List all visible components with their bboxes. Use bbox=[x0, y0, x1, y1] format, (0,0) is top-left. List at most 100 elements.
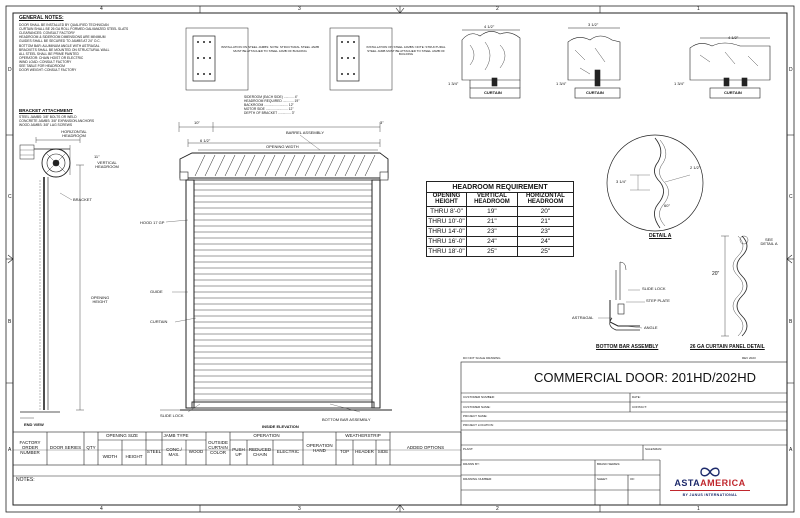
label-astragal: ASTRAGAL bbox=[572, 315, 594, 320]
zone-letter: C bbox=[8, 194, 12, 200]
zone-number: 1 bbox=[697, 506, 700, 512]
table-cell: THRU 16'-0" bbox=[425, 235, 468, 247]
bracket-note-line: CONCRETE JAMBS: 3/8" EXPANSION ANCHORS bbox=[19, 118, 95, 123]
field-project-name: PROJECT NAME: bbox=[463, 414, 488, 418]
dim: 60° bbox=[664, 203, 671, 208]
field-contact: CONTACT: bbox=[632, 405, 647, 409]
logo-tagline: BY JANUS INTERNATIONAL bbox=[682, 493, 738, 497]
col-header: OPENING HEIGHT bbox=[425, 192, 468, 207]
logo-text-b: AMERICA bbox=[700, 478, 746, 488]
clearance-note-line: HEADROOM REQUIRED ............ 19" bbox=[244, 99, 300, 104]
label-bracket: BRACKET bbox=[73, 197, 92, 202]
zone-number: 3 bbox=[298, 6, 301, 12]
table-row: THRU 18'-0"25"25" bbox=[425, 245, 575, 257]
zone-number: 4 bbox=[100, 6, 103, 12]
height-header: HEIGHT bbox=[125, 454, 143, 460]
weatherstrip-header: WEATHERSTRIP bbox=[345, 432, 381, 438]
bottom-bar-caption: BOTTOM BAR ASSEMBLY bbox=[596, 344, 659, 350]
zone-letter: A bbox=[8, 447, 12, 453]
label-curtain: CURTAIN bbox=[150, 319, 168, 324]
label-step-plate: STEP PLATE bbox=[646, 298, 670, 303]
table-cell: 20" bbox=[516, 205, 575, 217]
zone-letter: B bbox=[789, 319, 793, 325]
concrete-header: CONC./ MAS. bbox=[166, 446, 182, 457]
table-cell: THRU 18'-0" bbox=[425, 245, 468, 257]
zone-number: 4 bbox=[100, 506, 103, 512]
dim: 3 1/4" bbox=[616, 179, 627, 184]
scale-stamp: DO NOT SCALE DRAWING bbox=[463, 356, 501, 360]
field-brand: BRAND SERIES: bbox=[597, 462, 621, 466]
table-cell: THRU 8'-0" bbox=[425, 205, 468, 217]
field-project-location: PROJECT LOCATION: bbox=[463, 423, 494, 427]
curtain-color-header: OUTSIDE CURTAIN COLOR bbox=[207, 440, 228, 455]
dim-11: 11" bbox=[94, 154, 100, 159]
curtain-label: CURTAIN bbox=[724, 90, 742, 95]
end-view-caption: END VIEW bbox=[24, 422, 44, 427]
clearance-note-line: SIDEROOM (EACH SIDE) ........... 4" bbox=[244, 95, 298, 99]
steel-header: STEEL bbox=[146, 449, 162, 455]
field-salesman: SALESMAN: bbox=[645, 447, 663, 451]
panel-detail-caption: 26 GA CURTAIN PANEL DETAIL bbox=[690, 344, 765, 350]
bracket-note-line: WOOD JAMBS: 3/8" LAG SCREWS bbox=[19, 122, 73, 127]
headroom-rows: THRU 8'-0"19"20"THRU 10'-0"21"21"THRU 14… bbox=[425, 205, 575, 257]
headroom-table-title: HEADROOM REQUIREMENT bbox=[426, 181, 574, 193]
table-cell: THRU 14'-0" bbox=[425, 225, 468, 237]
inside-elevation-caption: INSIDE ELEVATION bbox=[262, 424, 299, 429]
table-cell: 25" bbox=[466, 245, 518, 257]
general-note-line: BRACKETS SHALL BE MOUNTED ON STRUCTURAL … bbox=[19, 47, 110, 52]
zone-number: 2 bbox=[496, 6, 499, 12]
dim-20: 20" bbox=[712, 271, 720, 277]
table-row: THRU 8'-0"19"20" bbox=[425, 205, 575, 217]
rev-stamp: REV 2023 bbox=[742, 356, 756, 360]
detail-a-caption: DETAIL A bbox=[649, 233, 672, 239]
table-cell: 21" bbox=[516, 215, 575, 227]
zone-number: 3 bbox=[298, 506, 301, 512]
dim-width: 3 1/2" bbox=[588, 22, 599, 27]
jamb-detail-caption: INSTALLATION ON STEEL JAMBS: NOTE: STRUC… bbox=[366, 45, 446, 57]
brand-logo: ASTAAMERICA BY JANUS INTERNATIONAL bbox=[660, 466, 760, 497]
wood-header: WOOD bbox=[188, 449, 204, 455]
zone-number: 1 bbox=[697, 6, 700, 12]
zone-letter: D bbox=[789, 67, 793, 73]
table-row: THRU 10'-0"21"21" bbox=[425, 215, 575, 227]
zone-number: 2 bbox=[496, 506, 499, 512]
jamb-detail-caption: INSTALLATION ON STEEL JAMBS: NOTE: STRUC… bbox=[220, 45, 320, 53]
door-series-header: DOOR SERIES bbox=[49, 445, 82, 451]
label-guide: GUIDE bbox=[150, 289, 163, 294]
clearance-note-line: DEPTH OF BRACKET .............. 3" bbox=[244, 111, 295, 116]
reduced-chain-header: REDUCED CHAIN bbox=[248, 446, 272, 457]
dim-height: 1 3/4" bbox=[448, 81, 459, 86]
dim-3: 3" bbox=[380, 120, 384, 125]
label-hood: HOOD 17 GP bbox=[140, 220, 165, 225]
table-cell: 23" bbox=[466, 225, 518, 237]
infinity-icon bbox=[700, 467, 720, 477]
table-cell: 25" bbox=[516, 245, 575, 257]
table-row: THRU 16'-0"24"24" bbox=[425, 235, 575, 247]
table-cell: 24" bbox=[466, 235, 518, 247]
table-row: THRU 14'-0"23"23" bbox=[425, 225, 575, 237]
operation-hand-header: OPERATION HAND bbox=[306, 442, 333, 453]
bracket-notes-heading: BRACKET ATTACHMENT bbox=[19, 108, 73, 113]
notes-label: NOTES: bbox=[16, 477, 35, 483]
zone-letter: C bbox=[789, 194, 793, 200]
label-opening-width: OPENING WIDTH bbox=[266, 144, 299, 149]
drawing-title: COMMERCIAL DOOR: 201HD/202HD bbox=[534, 370, 757, 385]
added-options-header: ADDED OPTIONS bbox=[406, 445, 445, 451]
general-note-line: CLEARANCES: CONSULT FACTORY bbox=[19, 31, 75, 36]
header-header: HEADER bbox=[355, 449, 374, 455]
side-header: SIDE bbox=[377, 449, 389, 455]
logo-text-a: ASTA bbox=[674, 478, 701, 488]
dim: 2 1/2" bbox=[690, 165, 701, 170]
factory-order-header: FACTORY ORDER NUMBER bbox=[19, 440, 41, 455]
jamb-type-header: JAMB TYPE bbox=[163, 432, 189, 438]
zone-letter: B bbox=[8, 319, 12, 325]
field-customer-name: CUSTOMER NAME: bbox=[463, 405, 491, 409]
push-up-header: PUSH UP bbox=[232, 446, 245, 457]
electric-header: ELECTRIC bbox=[276, 449, 300, 455]
general-note-line: DOOR WEIGHT: CONSULT FACTORY bbox=[19, 68, 77, 73]
general-note-line: WIND LOAD: CONSULT FACTORY bbox=[19, 59, 72, 64]
dim-height: 1 3/4" bbox=[674, 81, 685, 86]
col-header: HORIZONTAL HEADROOM bbox=[516, 192, 575, 207]
